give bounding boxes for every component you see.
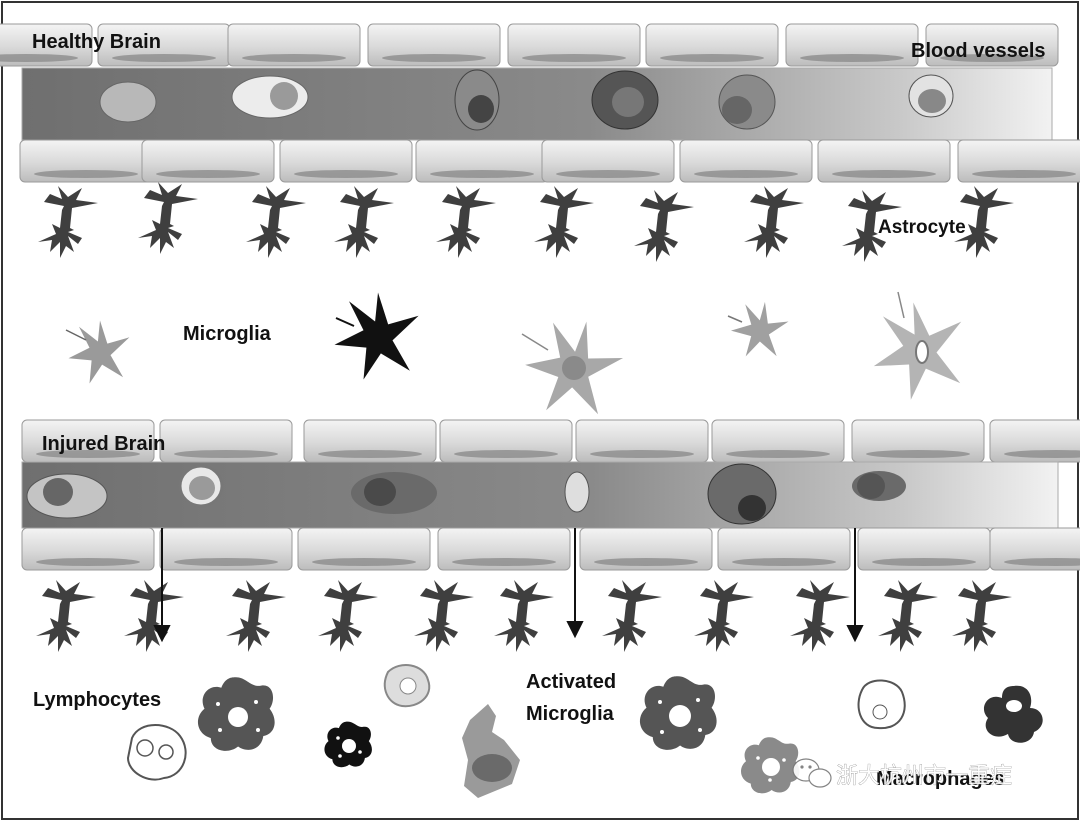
activated-microglia-label-line1: Activated xyxy=(526,671,616,693)
injured-vessel-wall-top xyxy=(21,419,1080,463)
migration-arrows xyxy=(153,528,864,643)
lymphocytes xyxy=(126,664,906,781)
activated-microglia xyxy=(197,676,1043,798)
activated-microglia-label-line2: Microglia xyxy=(526,703,615,725)
macrophages-label: Macrophages xyxy=(876,768,1005,790)
cell-speckles xyxy=(216,698,786,782)
healthy-vessel-wall-bottom xyxy=(19,139,1080,183)
watermark: 浙大杭州市一重症 xyxy=(792,758,1012,789)
healthy-vessel-cells xyxy=(99,69,954,131)
blood-vessels-label: Blood vessels xyxy=(911,40,1046,62)
astrocyte-label: Astrocyte xyxy=(878,217,966,238)
injured-blood-vessel xyxy=(21,461,1059,529)
injured-vessel-wall-bottom xyxy=(21,527,1080,571)
watermark-text: 浙大杭州市一重症 xyxy=(836,764,1012,789)
healthy-brain-label: Healthy Brain xyxy=(32,31,161,53)
lymphocytes-label: Lymphocytes xyxy=(33,689,161,711)
microglia-label: Microglia xyxy=(183,323,272,345)
healthy-blood-vessel xyxy=(21,67,1053,141)
injured-vessel-cells xyxy=(26,463,906,525)
wechat-icon xyxy=(792,758,832,788)
injured-brain-label: Injured Brain xyxy=(42,433,165,455)
resting-microglia xyxy=(65,291,972,426)
